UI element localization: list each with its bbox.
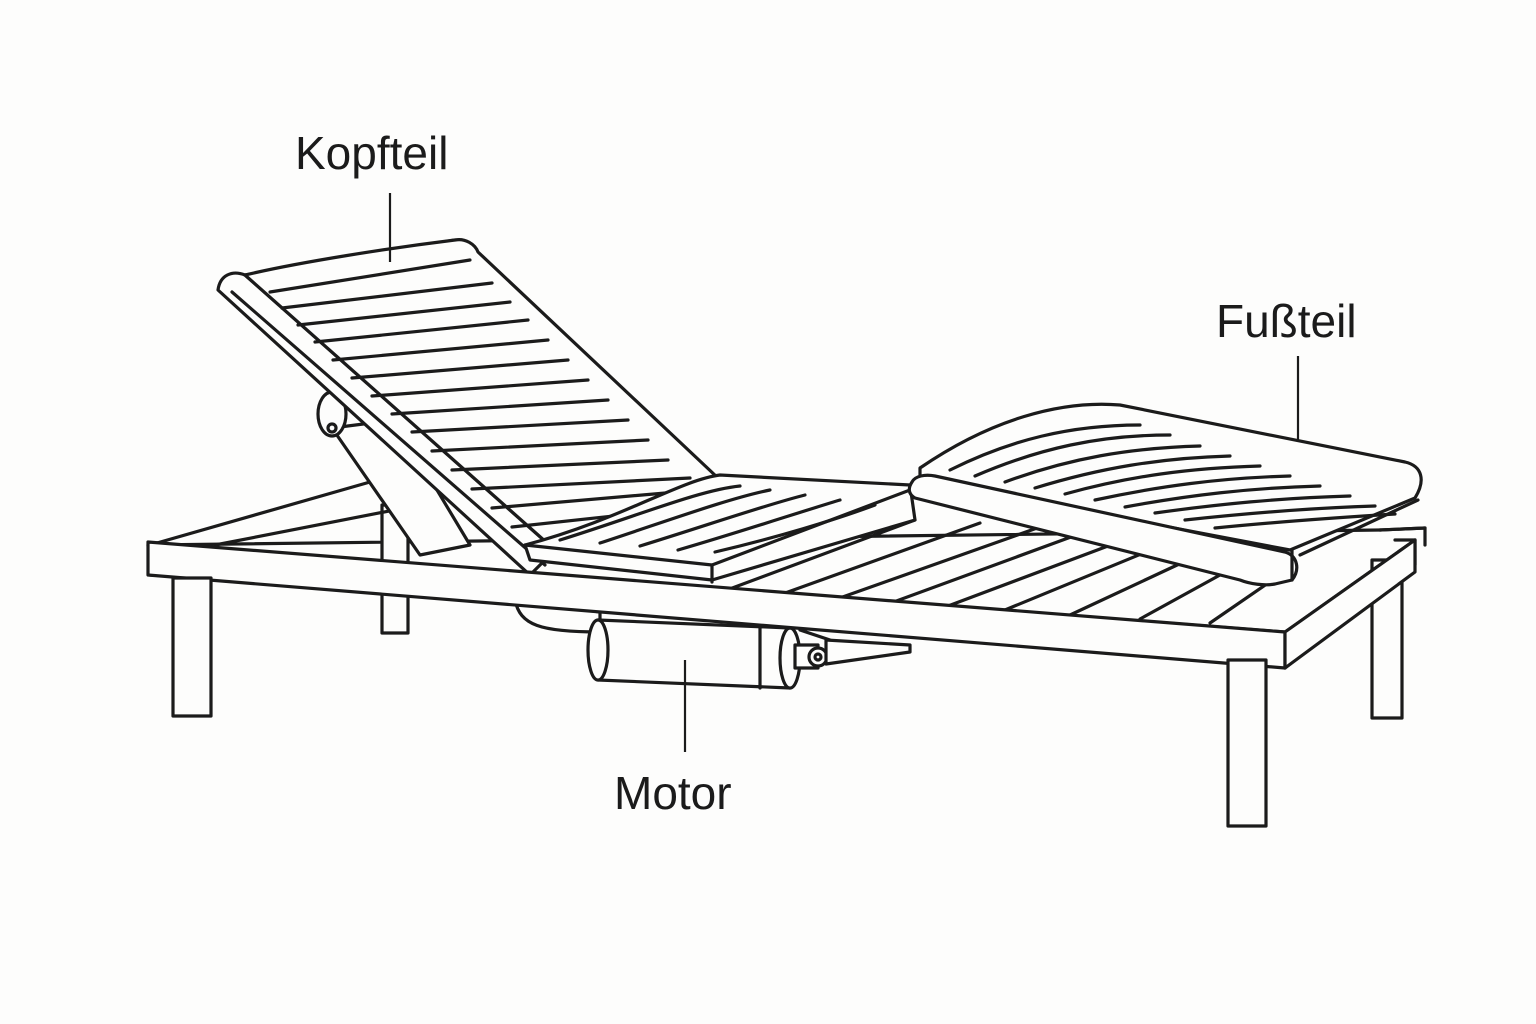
foot-section (907, 402, 1423, 587)
motor-assembly (513, 598, 912, 690)
front-legs (171, 576, 1268, 828)
motor-label: Motor (614, 767, 732, 819)
foot-section-label: Fußteil (1216, 295, 1357, 347)
head-section-label: Kopfteil (295, 127, 449, 179)
base-front-rail (146, 538, 1417, 670)
head-support-arm (316, 390, 472, 557)
